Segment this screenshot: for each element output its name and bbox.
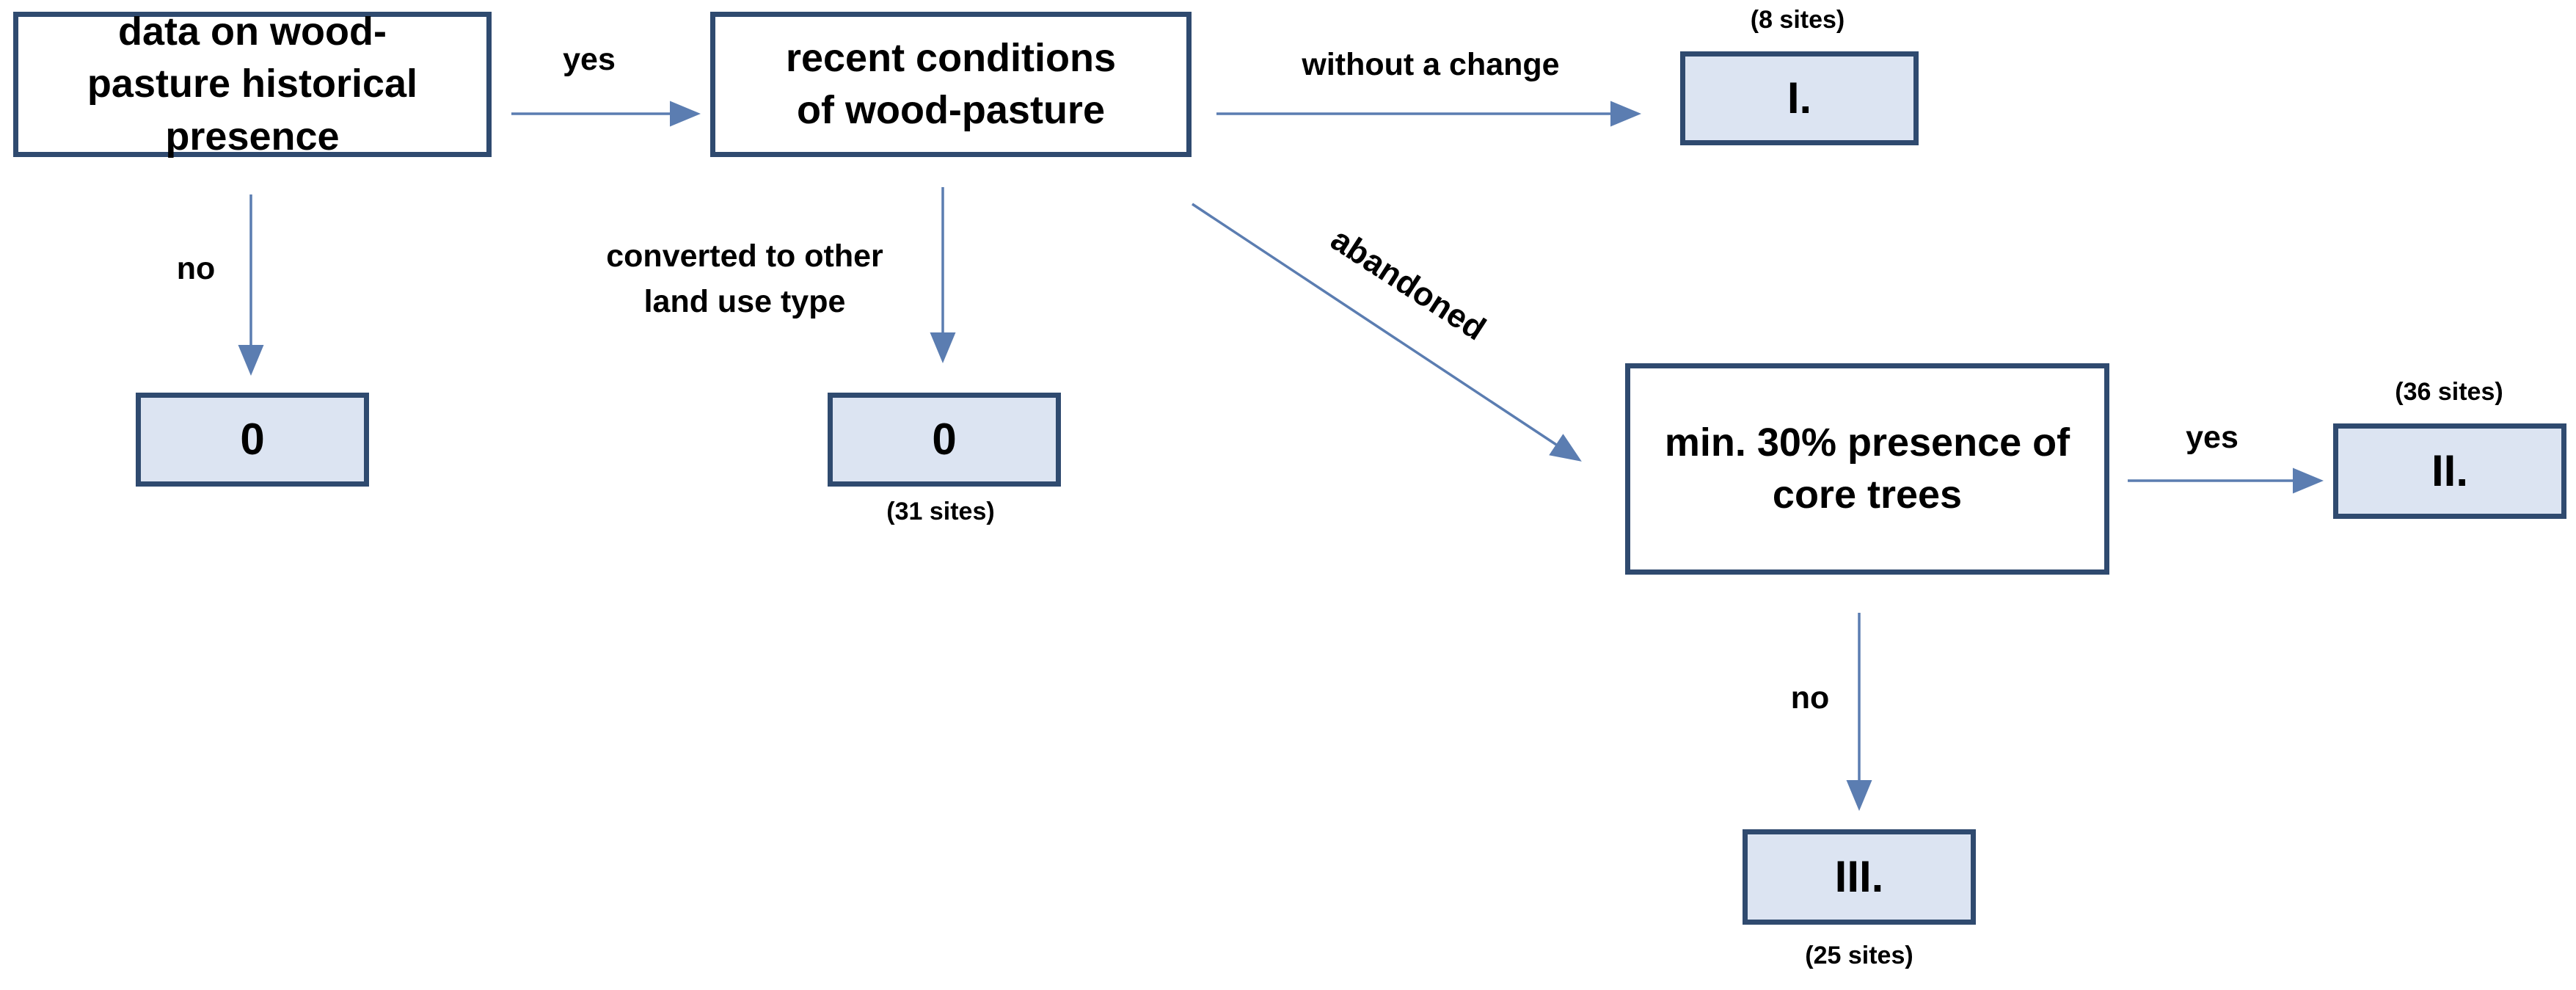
node-recent-conditions-text: recent conditions of wood-pasture (785, 35, 1117, 132)
count-class-ii: (36 sites) (2395, 378, 2503, 406)
outcome-class-i: I. (1680, 51, 1919, 145)
count-class-iii: (25 sites) (1805, 942, 1913, 969)
node-core-trees: min. 30% presence of core trees (1625, 363, 2109, 575)
count-class-i: (8 sites) (1750, 6, 1845, 34)
outcome-zero-left: 0 (136, 393, 369, 487)
edge-label-converted: converted to other land use type (606, 233, 883, 325)
edge-label-yes-core: yes (2186, 420, 2239, 455)
arrow-abandoned (1192, 203, 1582, 462)
edge-label-yes-top: yes (563, 42, 616, 77)
outcome-class-ii: II. (2333, 423, 2566, 519)
outcome-zero-left-text: 0 (240, 415, 265, 465)
node-historical-presence-text: data on wood-pasture historical presence (87, 10, 418, 159)
edge-label-converted-line2: land use type (643, 284, 846, 320)
outcome-class-i-text: I. (1787, 73, 1812, 123)
outcome-zero-mid: 0 (828, 393, 1061, 487)
node-recent-conditions: recent conditions of wood-pasture (710, 12, 1192, 157)
edge-label-no-core: no (1790, 680, 1830, 716)
edge-label-converted-line1: converted to other (606, 239, 883, 274)
edge-label-no-left: no (176, 251, 216, 286)
outcome-zero-mid-text: 0 (932, 415, 957, 465)
edge-label-without-change: without a change (1302, 47, 1560, 82)
outcome-class-iii-text: III. (1834, 852, 1884, 902)
outcome-class-iii: III. (1743, 829, 1976, 925)
count-zero-mid: (31 sites) (886, 498, 995, 525)
node-core-trees-text: min. 30% presence of core trees (1664, 420, 2070, 517)
outcome-class-ii-text: II. (2431, 446, 2468, 496)
node-historical-presence: data on wood-pasture historical presence (13, 10, 492, 159)
